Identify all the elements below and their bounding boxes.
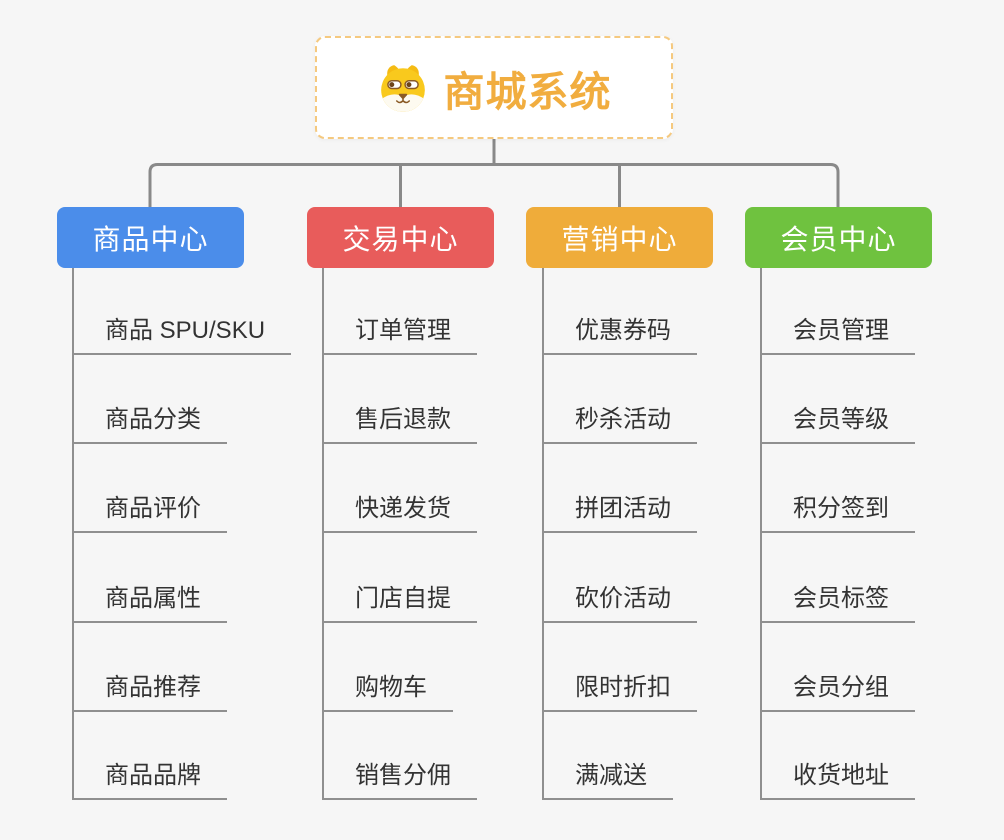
leaf-node[interactable]: 会员管理 [760, 311, 915, 355]
leaf-node[interactable]: 限时折扣 [542, 668, 697, 712]
leaf-node[interactable]: 订单管理 [322, 311, 477, 355]
leaf-node[interactable]: 会员标签 [760, 579, 915, 623]
branch-node-product-center[interactable]: 商品中心 [57, 207, 244, 268]
branch-node-marketing-center[interactable]: 营销中心 [526, 207, 713, 268]
leaf-node[interactable]: 销售分佣 [322, 756, 477, 800]
leaf-node[interactable]: 积分签到 [760, 489, 915, 533]
leaf-node[interactable]: 会员分组 [760, 668, 915, 712]
leaf-node[interactable]: 拼团活动 [542, 489, 697, 533]
leaf-node[interactable]: 砍价活动 [542, 579, 697, 623]
branch-rail-line [148, 163, 840, 208]
leaf-node[interactable]: 商品 SPU/SKU [72, 311, 292, 355]
leaf-node[interactable]: 购物车 [322, 668, 453, 712]
branch-node-trade-center[interactable]: 交易中心 [307, 207, 494, 268]
leaf-node[interactable]: 商品属性 [72, 579, 227, 623]
leaf-node[interactable]: 售后退款 [322, 400, 477, 444]
leaf-node[interactable]: 满减送 [542, 756, 673, 800]
branch-node-member-center[interactable]: 会员中心 [745, 207, 932, 268]
root-node[interactable]: 商城系统 [315, 36, 673, 139]
root-title: 商城系统 [443, 68, 612, 115]
leaf-node[interactable]: 秒杀活动 [542, 400, 697, 444]
leaf-node[interactable]: 商品评价 [72, 489, 227, 533]
leaf-node[interactable]: 快递发货 [322, 489, 477, 533]
dog-face-icon [380, 64, 425, 112]
leaf-node[interactable]: 优惠券码 [542, 311, 697, 355]
leaf-node[interactable]: 门店自提 [322, 579, 477, 623]
leaf-node[interactable]: 会员等级 [760, 400, 915, 444]
leaf-node[interactable]: 商品分类 [72, 400, 227, 444]
leaf-node[interactable]: 收货地址 [760, 756, 915, 800]
leaf-node[interactable]: 商品品牌 [72, 756, 227, 800]
leaf-node[interactable]: 商品推荐 [72, 668, 227, 712]
